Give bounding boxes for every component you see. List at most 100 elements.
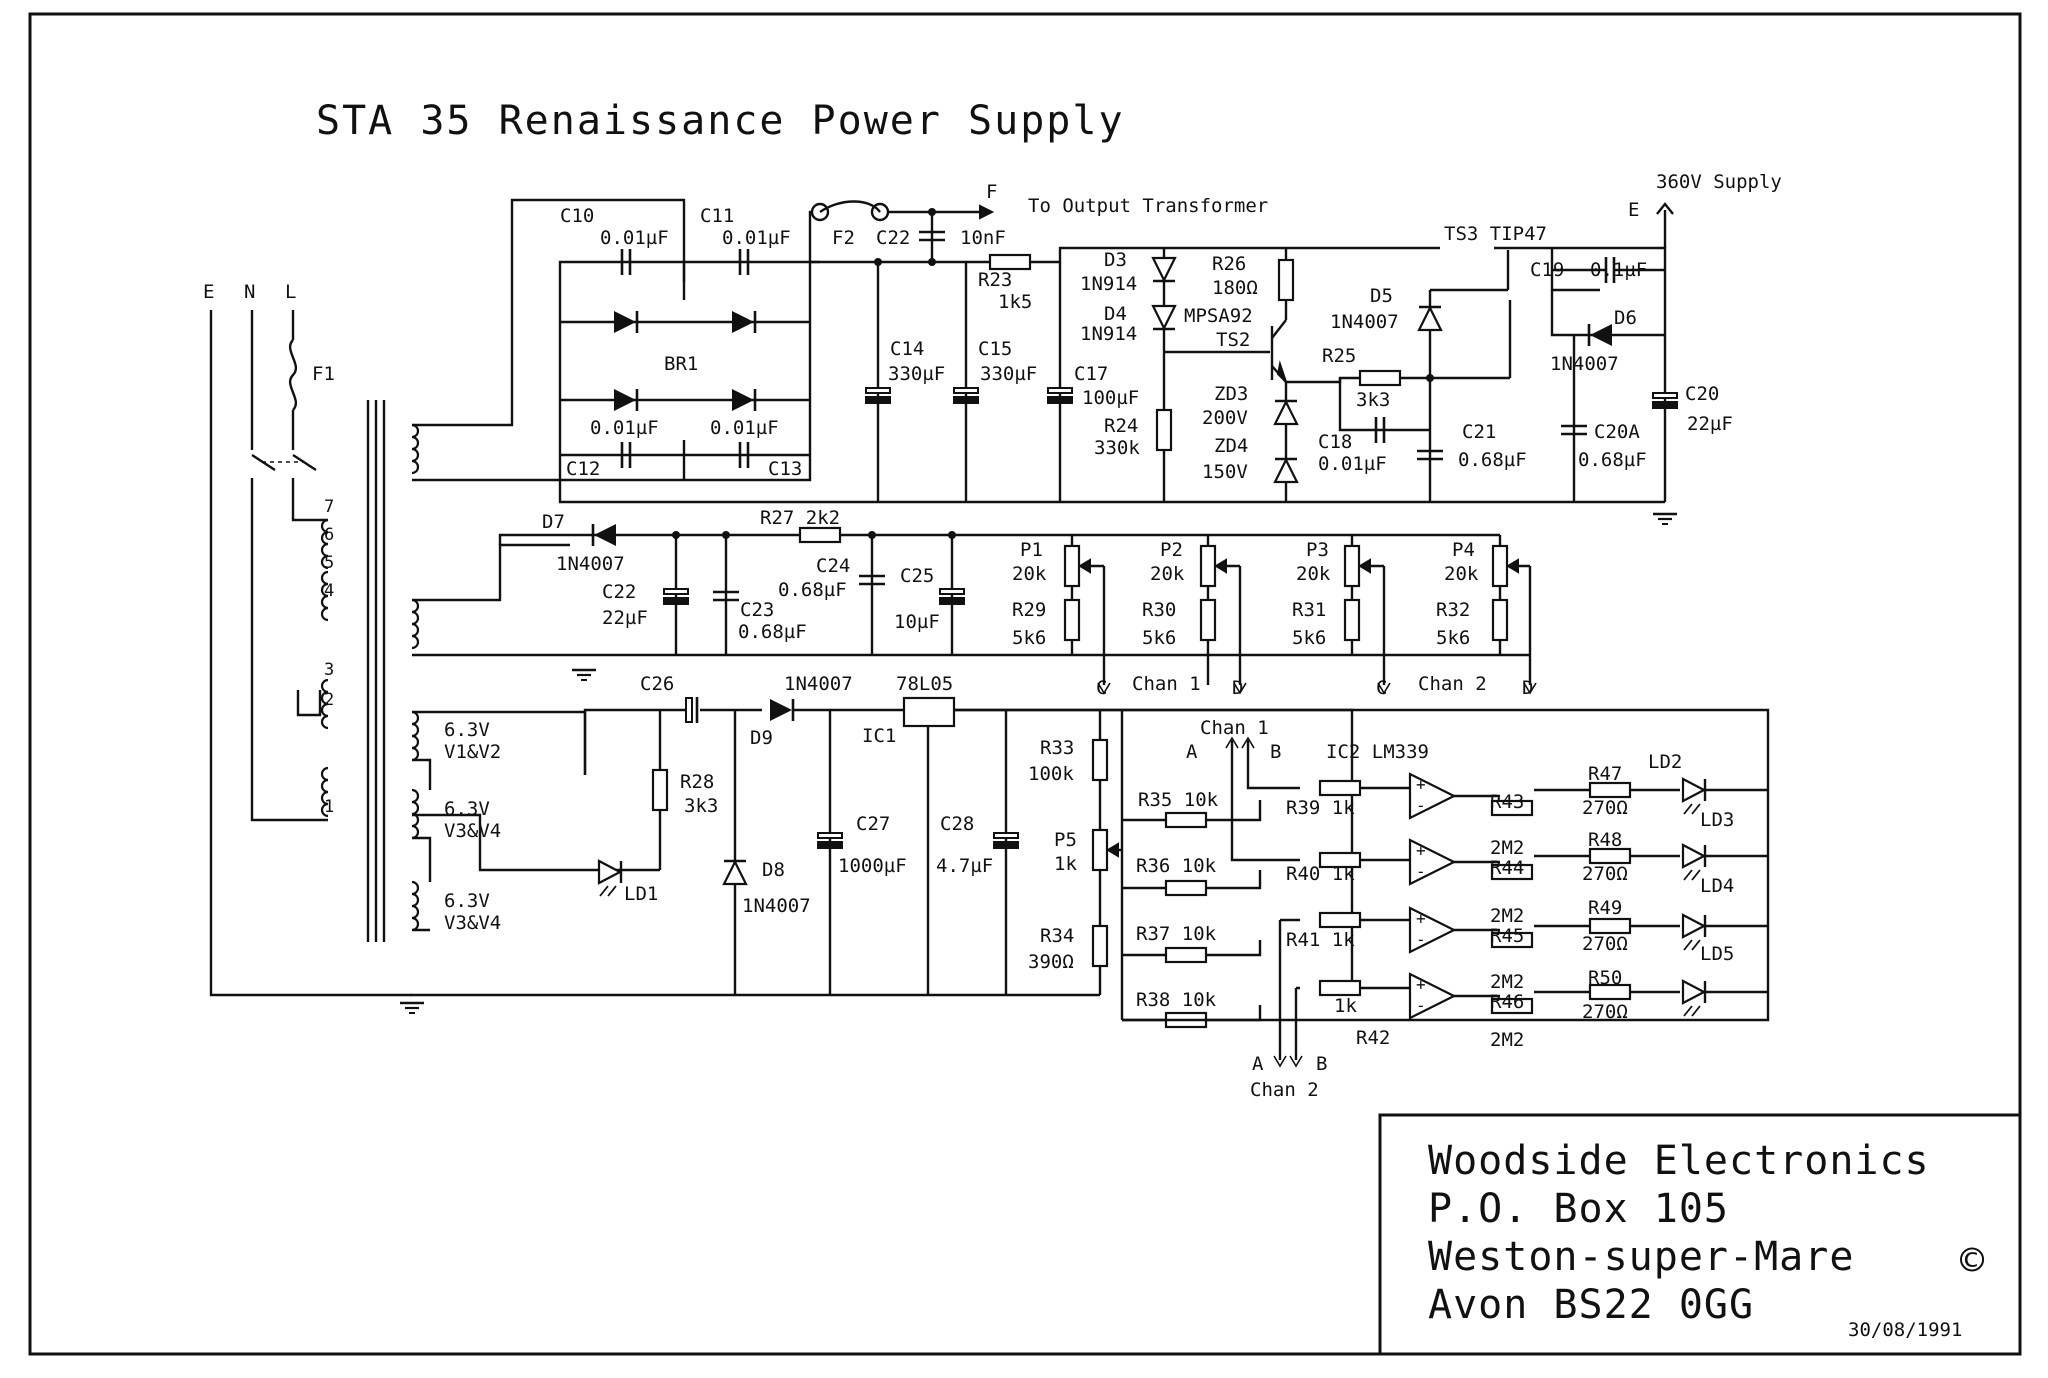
p5-value: 1k (1054, 853, 1077, 875)
output-note: To Output Transformer (1028, 195, 1268, 217)
r25-ref: R25 (1322, 345, 1356, 367)
drawing-border (28, 12, 2022, 1356)
led-section: C26 1N4007 D9 78L05 IC1 R28 3k3 LD1 D8 1… (410, 673, 1770, 1101)
p3-value: 20k (1296, 563, 1331, 585)
r28-ref: R28 (680, 771, 714, 793)
copyright-symbol: © (1960, 1238, 1985, 1284)
tap-4: 4 (324, 581, 334, 601)
r33-value: 100k (1028, 763, 1074, 785)
r37-label: R37 10k (1136, 923, 1217, 945)
fuse-f1 (288, 339, 298, 411)
bias-pot-3: P3 20k R31 5k6 (1292, 535, 1386, 685)
page-title: STA 35 Renaissance Power Supply (316, 98, 1125, 144)
heater-winding-labels: 6.3V V1&V2 6.3V V3&V4 6.3V V3&V4 (444, 719, 501, 934)
r29-ref: R29 (1012, 599, 1046, 621)
c15-ref: C15 (978, 338, 1012, 360)
supply-label: 360V Supply (1656, 171, 1782, 193)
r23-ref: R23 (978, 269, 1012, 291)
c17-value: 100µF (1082, 387, 1139, 409)
r41-label: R41 1k (1286, 929, 1355, 951)
r28-value: 3k3 (684, 795, 718, 817)
r42-ref: R42 (1356, 1027, 1390, 1049)
led-chan1-label: Chan 1 (1200, 717, 1269, 739)
fuse-f2-label: F2 (832, 227, 855, 249)
heater2-valves: V3&V4 (444, 820, 501, 842)
drawing-date: 30/08/1991 (1848, 1319, 1962, 1341)
ht-section: C10 0.01µF C11 0.01µF BR1 0.01µF 0.01µF … (558, 171, 1782, 526)
ic1-ref: IC1 (862, 725, 896, 747)
r31-value: 5k6 (1292, 627, 1326, 649)
c22-bias-value: 22µF (602, 607, 648, 629)
chan2-label: Chan 2 (1418, 673, 1487, 695)
r45-2m2: 2M2 (1490, 905, 1524, 927)
ld1-ref: LD1 (624, 883, 658, 905)
company-name: Woodside Electronics (1428, 1138, 1930, 1184)
ld5-ref: LD5 (1700, 943, 1734, 965)
r34-value: 390Ω (1028, 951, 1074, 973)
heater2-volt: 6.3V (444, 798, 490, 820)
r32-value: 5k6 (1436, 627, 1470, 649)
c11-value: 0.01µF (722, 227, 791, 249)
heater3-volt: 6.3V (444, 890, 490, 912)
r39-label: R39 1k (1286, 797, 1355, 819)
transistor-ts2 (1164, 319, 1287, 383)
tap-3: 3 (324, 660, 334, 680)
heater1-volt: 6.3V (444, 719, 490, 741)
company-pobox: P.O. Box 105 (1428, 1186, 1729, 1232)
r40-label: R40 1k (1286, 863, 1355, 885)
c25-value: 10µF (894, 611, 940, 633)
bias-pot-2: P2 20k R30 5k6 (1142, 535, 1242, 685)
ts3-label: TS3 TIP47 (1444, 223, 1547, 245)
p4-ref: P4 (1452, 539, 1475, 561)
c18-ref: C18 (1318, 431, 1352, 453)
heater3-valves: V3&V4 (444, 912, 501, 934)
r47-value: 270Ω (1582, 797, 1628, 819)
c21-ref: C21 (1462, 421, 1496, 443)
zd3-value: 200V (1202, 407, 1248, 429)
r27-label: R27 2k2 (760, 507, 840, 529)
r46-2m2b: 2M2 (1490, 1029, 1524, 1051)
r43-ref: R43 (1490, 791, 1524, 813)
zd4-ref: ZD4 (1214, 435, 1248, 457)
led-chan2-label: Chan 2 (1250, 1079, 1319, 1101)
chan2-d-node: D (1522, 677, 1533, 699)
d8-value: 1N4007 (742, 895, 811, 917)
title-block: Woodside Electronics P.O. Box 105 Weston… (1378, 1113, 2022, 1356)
p1-ref: P1 (1020, 539, 1043, 561)
p2-ref: P2 (1160, 539, 1183, 561)
d7-ref: D7 (542, 511, 565, 533)
c24-value: 0.68µF (778, 579, 847, 601)
supply-node: E (1628, 199, 1639, 221)
r50-ref: R50 (1588, 967, 1622, 989)
c20-value: 22µF (1687, 413, 1733, 435)
c13-ref: C13 (768, 458, 802, 480)
transistor-ts3 (1430, 246, 1530, 378)
c25-ref: C25 (900, 565, 934, 587)
regulator-ic1 (902, 696, 956, 728)
r31-ref: R31 (1292, 599, 1326, 621)
c20-ref: C20 (1685, 383, 1719, 405)
zd3-ref: ZD3 (1214, 383, 1248, 405)
r24-value: 330k (1094, 437, 1140, 459)
mains-input: E N L F1 (203, 281, 410, 997)
r33-ref: R33 (1040, 737, 1074, 759)
chan2-c-node: C (1376, 677, 1387, 699)
r34-ref: R34 (1040, 925, 1074, 947)
mains-earth-label: E (203, 281, 214, 303)
r44-2m2: 2M2 (1490, 837, 1524, 859)
chan1-c-node: C (1096, 677, 1107, 699)
c22-bias-ref: C22 (602, 581, 636, 603)
c27-value: 1000µF (838, 855, 907, 877)
d9-value: 1N4007 (784, 673, 853, 695)
chan1-label: Chan 1 (1132, 673, 1201, 695)
bias-pot-1: P1 20k R29 5k6 (1012, 535, 1106, 685)
p2-value: 20k (1150, 563, 1185, 585)
ld2-ref: LD2 (1648, 751, 1682, 773)
fuse-f2 (819, 200, 881, 213)
c21-value: 0.68µF (1458, 449, 1527, 471)
c23-ref: C23 (740, 599, 774, 621)
c10-ref: C10 (560, 205, 594, 227)
r24-ref: R24 (1104, 415, 1138, 437)
c15-value: 330µF (980, 363, 1037, 385)
bridge-label: BR1 (664, 353, 698, 375)
